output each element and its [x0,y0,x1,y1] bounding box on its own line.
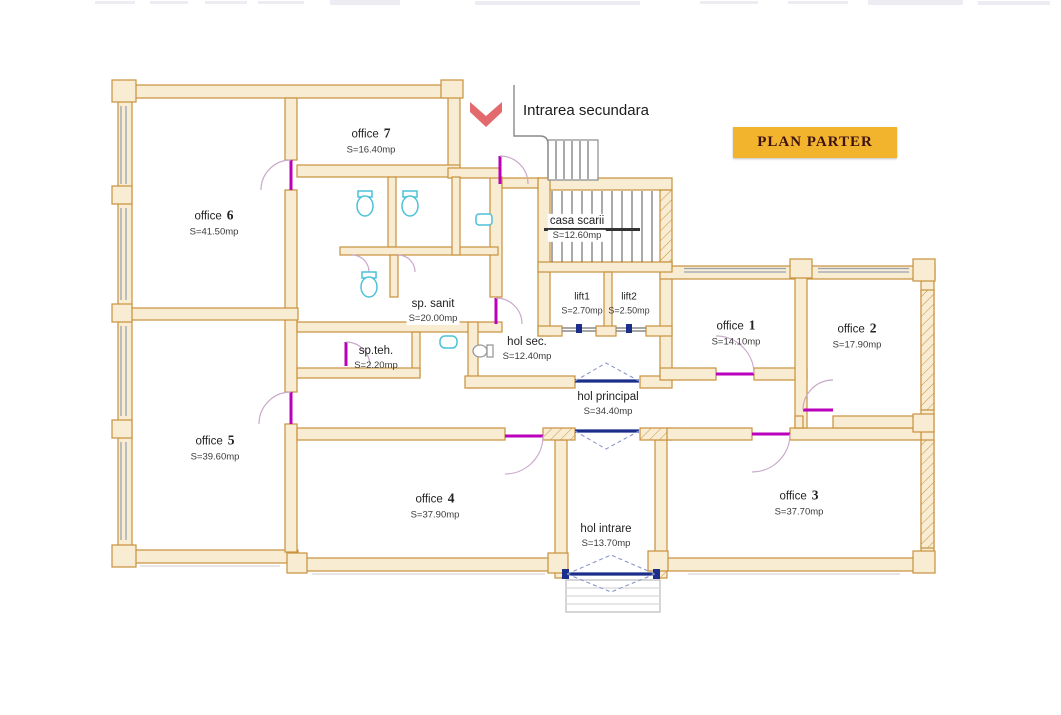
stairs-group [513,85,661,613]
toilet-icon [360,271,378,298]
toilet-gray-icon [472,344,494,358]
doors-group [258,155,834,475]
sanitary-fixtures-group [356,190,494,358]
toilet-icon [356,190,374,217]
room-label-sp-teh: sp.teh. S=2.20mp [354,344,398,372]
plan-title-box: PLAN PARTER [733,127,897,158]
secondary-entrance-arrow-icon [470,102,502,127]
room-label-hol-intrare: hol intrare S=13.70mp [580,522,632,550]
windows-group [120,106,909,575]
room-label-lift1: lift1 S=2.70mp [561,291,603,316]
columns-group [111,79,936,574]
room-label-hol-principal: hol principal S=34.40mp [577,390,639,418]
room-label-sp-sanit: sp. sanit S=20.00mp [406,296,460,326]
plan-title: PLAN PARTER [757,134,873,150]
secondary-entrance-label: Intrarea secundara [523,102,649,119]
sink-icon [439,335,458,349]
room-label-casa-scarii: casa scarii S=12.60mp [547,213,607,243]
room-label-hol-sec: hol sec. S=12.40mp [502,335,552,363]
main-entrance-steps [565,579,661,613]
secondary-entrance-steps [513,85,599,181]
toilet-icon [401,190,419,217]
sink-icon [475,213,493,226]
room-label-lift2: lift2 S=2.50mp [608,291,650,316]
entrance-doors-group [562,362,660,593]
